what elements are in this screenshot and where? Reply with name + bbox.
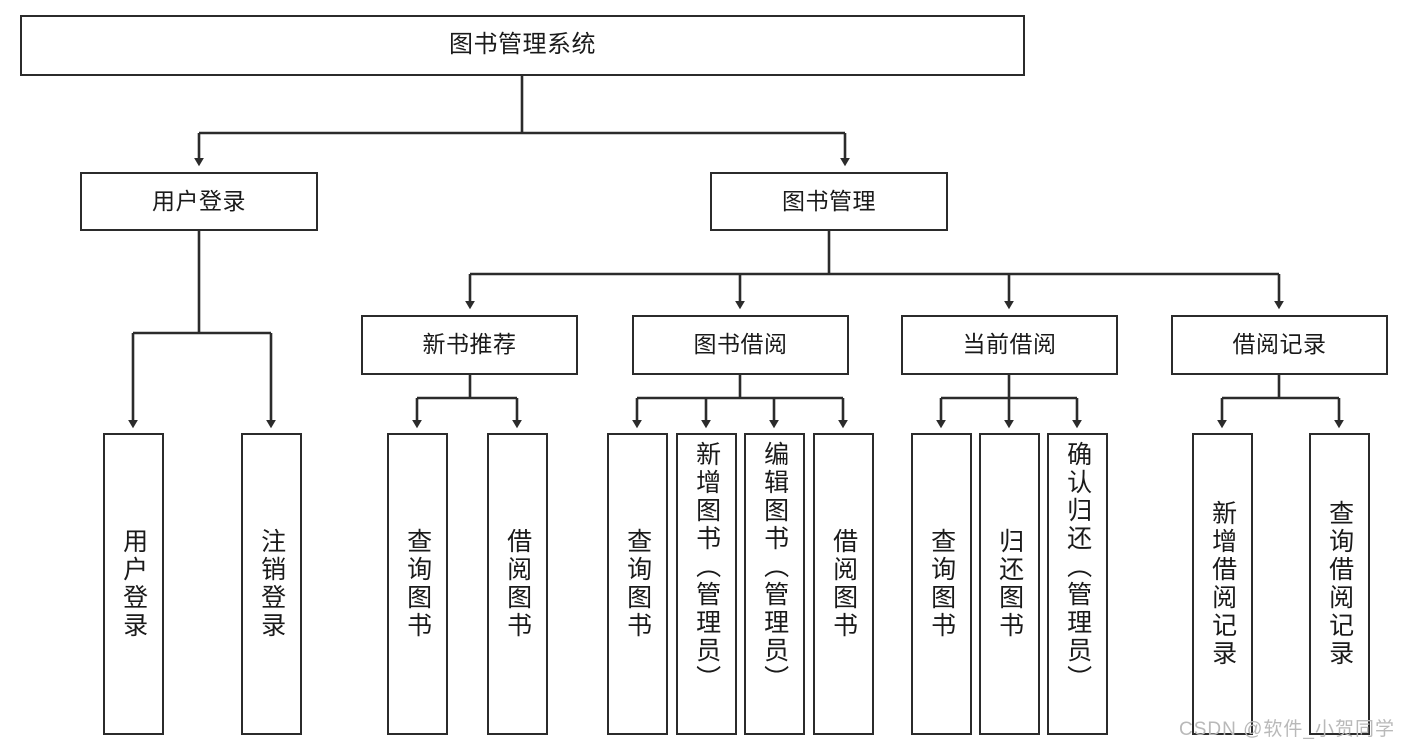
node-user-login-label: 用户登录 bbox=[152, 187, 246, 214]
node-leaf-return-book-label: 归还图书 bbox=[995, 528, 1024, 640]
node-leaf-add-book[interactable]: 新增图书（管理员） bbox=[676, 433, 737, 735]
node-leaf-user-login[interactable]: 用户登录 bbox=[103, 433, 164, 735]
node-leaf-confirm-return-label: 确认归还（管理员） bbox=[1063, 441, 1092, 693]
node-leaf-add-book-label: 新增图书（管理员） bbox=[692, 441, 721, 693]
node-leaf-query-book-newbook-label: 查询图书 bbox=[403, 528, 432, 640]
node-leaf-edit-book[interactable]: 编辑图书（管理员） bbox=[744, 433, 805, 735]
node-borrow-record[interactable]: 借阅记录 bbox=[1171, 315, 1388, 375]
node-leaf-query-book-current-label: 查询图书 bbox=[927, 528, 956, 640]
node-leaf-add-borrow-record[interactable]: 新增借阅记录 bbox=[1192, 433, 1253, 735]
node-leaf-borrow-book-newbook[interactable]: 借阅图书 bbox=[487, 433, 548, 735]
node-leaf-query-borrow-record[interactable]: 查询借阅记录 bbox=[1309, 433, 1370, 735]
node-book-management-label: 图书管理 bbox=[782, 187, 876, 214]
node-leaf-edit-book-label: 编辑图书（管理员） bbox=[760, 441, 789, 693]
node-leaf-logout-label: 注销登录 bbox=[257, 528, 286, 640]
node-new-book-recommend-label: 新书推荐 bbox=[422, 331, 517, 358]
node-current-borrow-label: 当前借阅 bbox=[962, 331, 1057, 358]
node-leaf-user-login-label: 用户登录 bbox=[119, 528, 148, 640]
node-book-borrow[interactable]: 图书借阅 bbox=[632, 315, 849, 375]
node-leaf-borrow-book-borrow-label: 借阅图书 bbox=[829, 528, 858, 640]
node-root-system[interactable]: 图书管理系统 bbox=[20, 15, 1025, 76]
csdn-watermark: CSDN @软件_小贺同学 bbox=[1179, 719, 1395, 740]
node-leaf-query-book-borrow[interactable]: 查询图书 bbox=[607, 433, 668, 735]
node-leaf-query-book-current[interactable]: 查询图书 bbox=[911, 433, 972, 735]
node-leaf-logout[interactable]: 注销登录 bbox=[241, 433, 302, 735]
node-leaf-query-book-newbook[interactable]: 查询图书 bbox=[387, 433, 448, 735]
node-leaf-add-borrow-record-label: 新增借阅记录 bbox=[1208, 500, 1237, 668]
node-leaf-query-borrow-record-label: 查询借阅记录 bbox=[1325, 500, 1354, 668]
node-leaf-confirm-return[interactable]: 确认归还（管理员） bbox=[1047, 433, 1108, 735]
node-book-management[interactable]: 图书管理 bbox=[710, 172, 948, 231]
node-current-borrow[interactable]: 当前借阅 bbox=[901, 315, 1118, 375]
node-leaf-return-book[interactable]: 归还图书 bbox=[979, 433, 1040, 735]
node-leaf-borrow-book-newbook-label: 借阅图书 bbox=[503, 528, 532, 640]
node-leaf-query-book-borrow-label: 查询图书 bbox=[623, 528, 652, 640]
node-borrow-record-label: 借阅记录 bbox=[1232, 331, 1327, 358]
node-user-login[interactable]: 用户登录 bbox=[80, 172, 318, 231]
node-new-book-recommend[interactable]: 新书推荐 bbox=[361, 315, 578, 375]
node-root-system-label: 图书管理系统 bbox=[449, 31, 596, 59]
node-book-borrow-label: 图书借阅 bbox=[693, 331, 788, 358]
node-leaf-borrow-book-borrow[interactable]: 借阅图书 bbox=[813, 433, 874, 735]
